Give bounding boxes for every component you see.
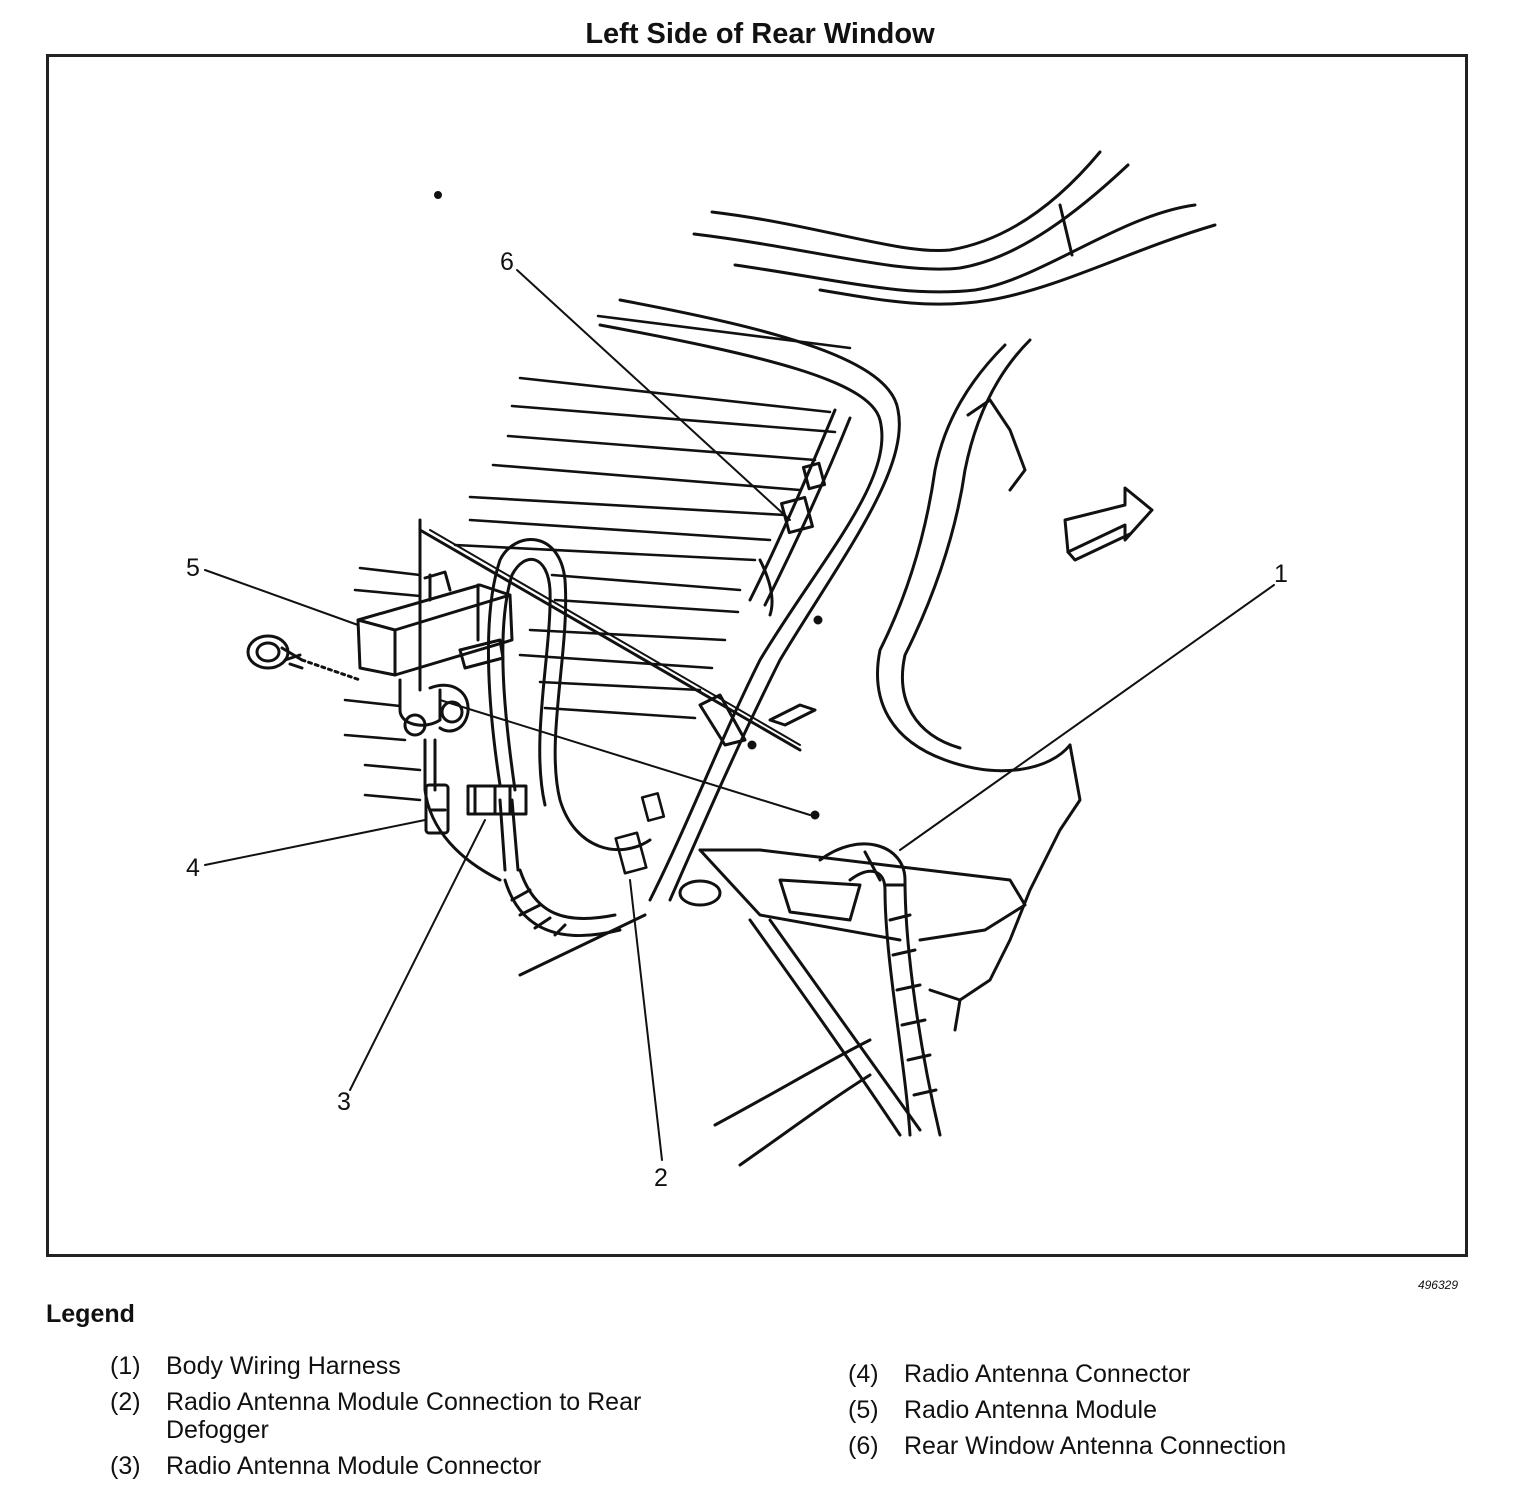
legend-item-number: (1) xyxy=(110,1352,141,1380)
connector-4 xyxy=(424,783,450,835)
legend-item-number: (5) xyxy=(848,1396,879,1424)
legend-column-left: (1) Body Wiring Harness (2) Radio Antenn… xyxy=(110,1352,750,1488)
trim-panel xyxy=(698,338,1082,1032)
legend-item: (6) Rear Window Antenna Connection xyxy=(848,1432,1468,1460)
legend-item: (5) Radio Antenna Module xyxy=(848,1396,1468,1424)
callout-2: 2 xyxy=(654,1164,668,1192)
leader-lines xyxy=(204,269,1275,1161)
legend-item-text: Rear Window Antenna Connection xyxy=(904,1432,1287,1460)
window-frame xyxy=(418,298,901,902)
connector-2 xyxy=(614,792,666,875)
legend-heading: Legend xyxy=(46,1300,135,1328)
callout-1: 1 xyxy=(1274,560,1288,588)
diagram-frame xyxy=(46,54,1468,1257)
figure-id: 496329 xyxy=(1417,1278,1458,1292)
connector-6 xyxy=(698,461,827,747)
diagram-title: Left Side of Rear Window xyxy=(585,18,935,50)
legend-item-text: Radio Antenna Module Connector xyxy=(166,1452,542,1480)
callout-6: 6 xyxy=(500,248,514,276)
legend-column-right: (4) Radio Antenna Connector (5) Radio An… xyxy=(848,1360,1468,1468)
screw-icon xyxy=(246,634,362,682)
legend-item: (1) Body Wiring Harness xyxy=(110,1352,750,1380)
legend-item-text: Radio Antenna Module xyxy=(904,1396,1157,1424)
lower-body-contour xyxy=(518,913,922,1167)
callout-3: 3 xyxy=(337,1088,351,1116)
legend-item-text: Radio Antenna Module Connection to Rear … xyxy=(166,1388,642,1444)
legend-item-number: (6) xyxy=(848,1432,879,1460)
legend-item-number: (3) xyxy=(110,1452,141,1480)
callout-5: 5 xyxy=(186,554,200,582)
roof-edge-lines xyxy=(692,150,1217,306)
legend-item: (3) Radio Antenna Module Connector xyxy=(110,1452,750,1480)
radio-antenna-module xyxy=(356,570,514,737)
body-wiring-harness xyxy=(503,842,942,1137)
legend-item-number: (2) xyxy=(110,1388,141,1416)
direction-arrow-icon xyxy=(1063,486,1154,562)
legend-item-number: (4) xyxy=(848,1360,879,1388)
legend-item-text: Body Wiring Harness xyxy=(166,1352,401,1380)
defogger-grid-lines xyxy=(343,314,852,802)
connector-3 xyxy=(466,784,528,816)
legend-item: (4) Radio Antenna Connector xyxy=(848,1360,1468,1388)
reference-dots xyxy=(434,191,823,907)
legend-item-text: Radio Antenna Connector xyxy=(904,1360,1191,1388)
callout-4: 4 xyxy=(186,854,200,882)
legend-item: (2) Radio Antenna Module Connection to R… xyxy=(110,1388,750,1444)
